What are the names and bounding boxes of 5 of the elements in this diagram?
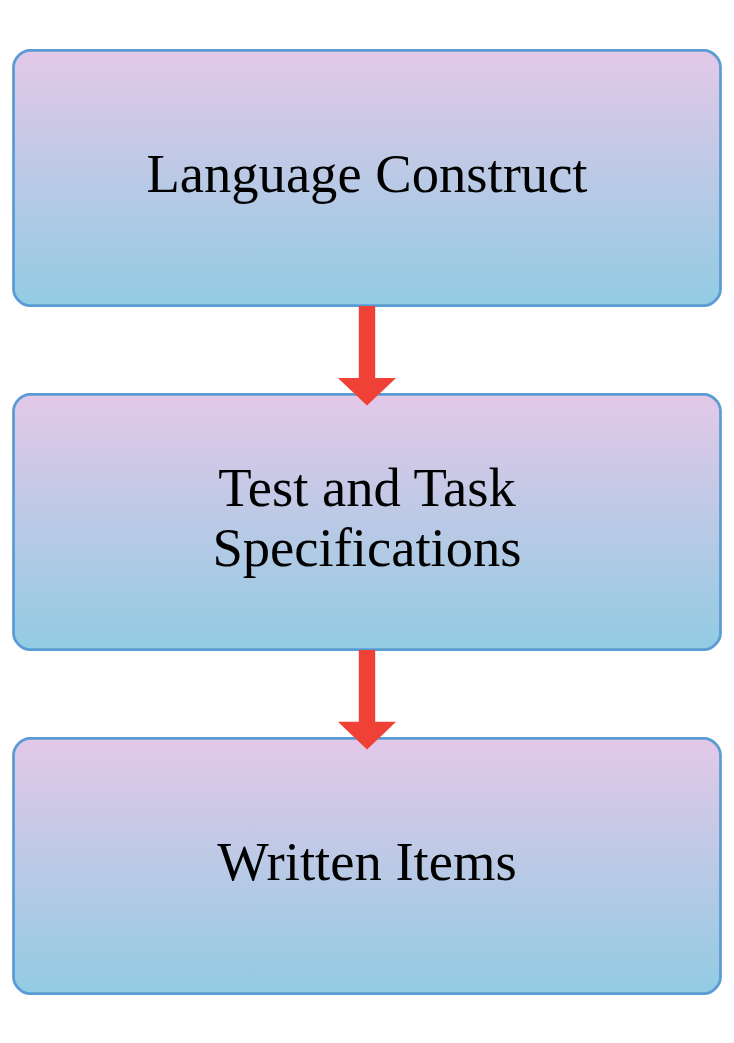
arrow bbox=[337, 649, 397, 749]
arrow bbox=[337, 305, 397, 406]
node-box: Language Construct bbox=[12, 48, 722, 307]
node-box: Written Items bbox=[12, 736, 722, 995]
node-box: Test and Task Specifications bbox=[12, 392, 722, 651]
